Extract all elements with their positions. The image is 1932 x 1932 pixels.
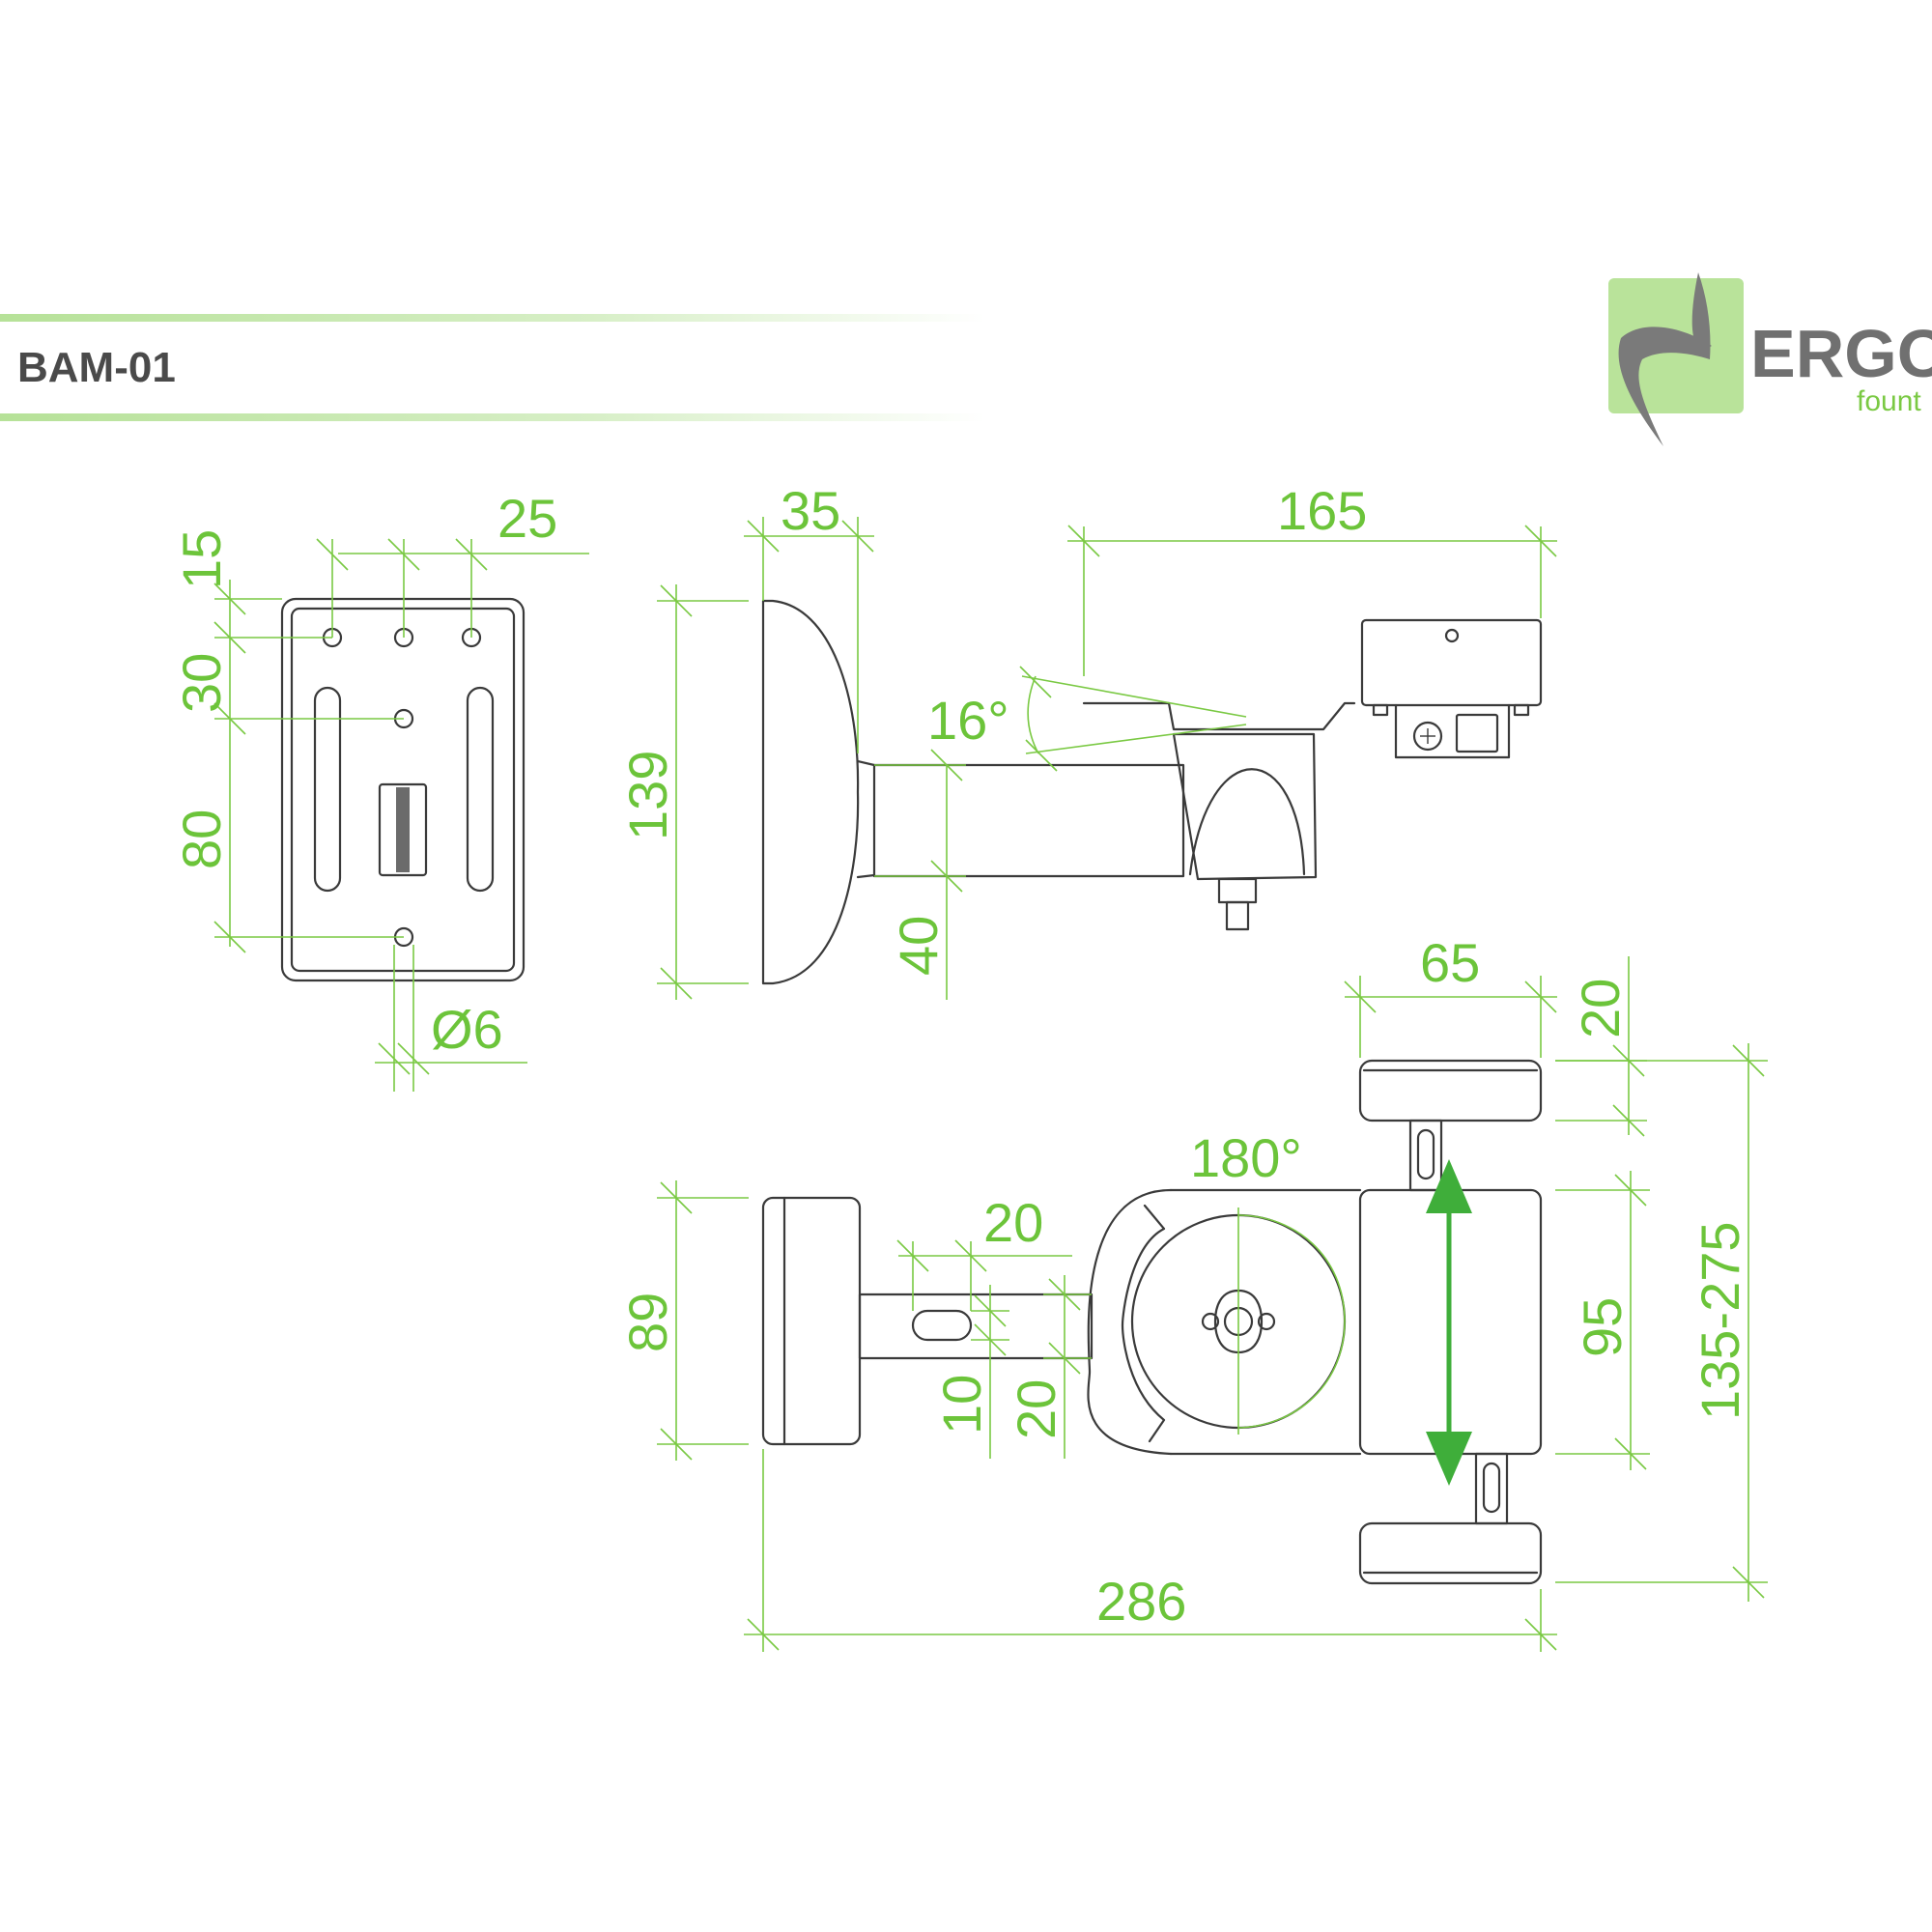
plate-slot-right — [466, 686, 495, 893]
brand-logo: ERGO fount — [1608, 272, 1932, 446]
adjust-arrow-up-icon — [1426, 1159, 1472, 1213]
dim-top-margin: 15 — [171, 529, 232, 589]
wall-plate-inner — [290, 607, 516, 973]
side-tilt-plate — [1082, 701, 1356, 731]
dim-arm-length: 165 — [1277, 480, 1367, 541]
dim-lower-spacing: 80 — [171, 810, 232, 869]
plate-slot-left — [313, 686, 342, 893]
plate-knob — [378, 782, 428, 877]
top-view: 65 20 135-275 95 180° 20 — [617, 932, 1768, 1652]
dim-hole-spacing: 25 — [497, 488, 557, 549]
side-joint — [1172, 732, 1318, 881]
side-bolt-thread — [1225, 900, 1250, 931]
dim-swivel: 180° — [1190, 1127, 1302, 1188]
dim-slot-offset: 20 — [1006, 1379, 1066, 1439]
adjust-arrow-down-icon — [1426, 1432, 1472, 1486]
side-joint-dome — [1188, 768, 1306, 876]
header-rule-bottom — [0, 413, 985, 421]
dim-upper-spacing: 30 — [171, 653, 232, 713]
dim-clamp-depth: 65 — [1420, 932, 1480, 993]
side-arm — [872, 763, 1185, 878]
dim-arm-height: 40 — [888, 916, 949, 976]
dim-base-width: 89 — [617, 1293, 678, 1352]
dim-base-depth: 35 — [781, 480, 840, 541]
side-bracket-slot — [1455, 713, 1499, 753]
wall-plate-view: 25 15 30 80 Ø6 — [171, 488, 589, 1092]
top-arm-slot — [911, 1309, 973, 1342]
side-screw-icon — [1412, 721, 1443, 752]
top-arm — [858, 1293, 1094, 1360]
side-base-cup — [761, 599, 860, 985]
header-rule-top — [0, 314, 985, 322]
dim-height: 139 — [617, 751, 678, 840]
header: BAM-01 — [0, 314, 985, 421]
dim-slot-height: 10 — [931, 1375, 992, 1435]
dim-clamp-top: 20 — [1570, 979, 1631, 1038]
logo-swoosh-icon — [1618, 272, 1712, 446]
side-bolt — [1217, 877, 1258, 904]
dim-slot-width: 20 — [983, 1192, 1043, 1253]
logo-sub: fount — [1857, 385, 1921, 417]
side-clamp-hole — [1444, 628, 1460, 643]
dim-body-height: 95 — [1572, 1297, 1633, 1357]
plate-knob-knurl — [396, 787, 410, 872]
side-clamp-head — [1360, 618, 1543, 707]
top-clamp-pad-upper — [1358, 1059, 1543, 1122]
model-title: BAM-01 — [17, 344, 176, 391]
side-view: 35 165 139 16° 40 — [617, 480, 1557, 1000]
side-clamp-bracket — [1394, 703, 1511, 759]
dim-hole-diameter: Ø6 — [431, 999, 503, 1060]
dim-clamp-range: 135-275 — [1690, 1221, 1750, 1420]
top-swivel-ring — [1087, 1188, 1173, 1456]
dim-tilt: 16° — [927, 690, 1009, 751]
top-base-block — [761, 1196, 862, 1446]
logo-name: ERGO — [1750, 316, 1932, 391]
wall-plate-outer — [280, 597, 526, 982]
dim-total-length: 286 — [1096, 1571, 1186, 1632]
top-clamp-pad-lower — [1358, 1521, 1543, 1585]
